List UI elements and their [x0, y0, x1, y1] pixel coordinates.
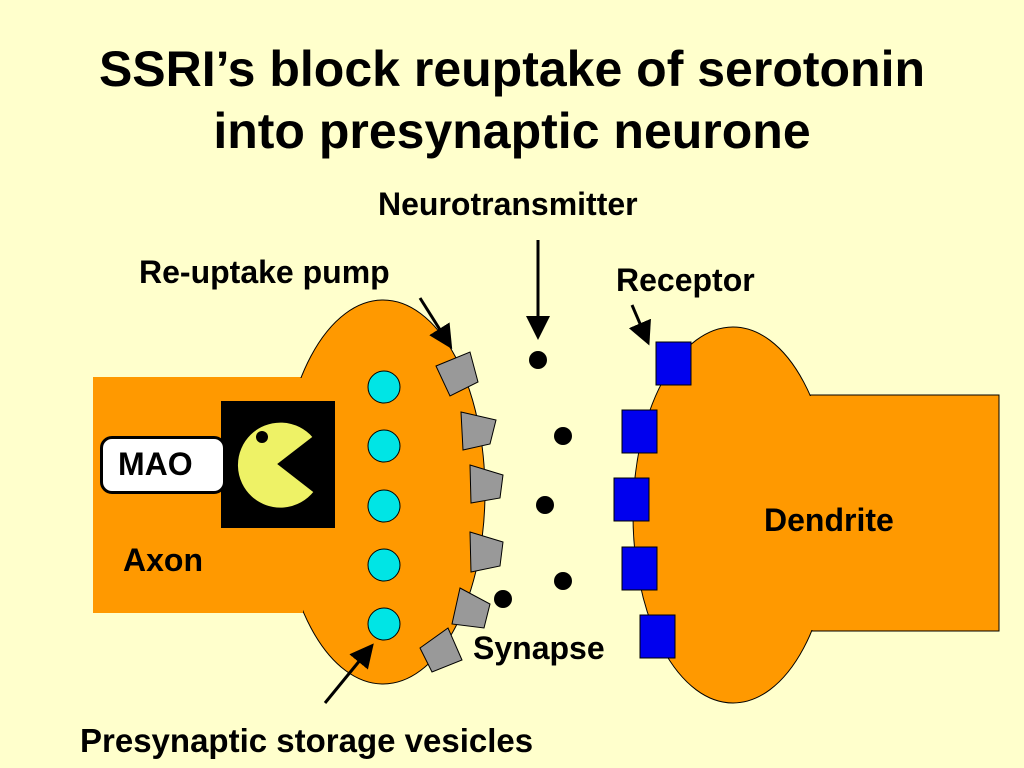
receptor: [655, 341, 692, 386]
receptor: [639, 614, 676, 659]
neurotransmitter-molecules: [494, 351, 572, 608]
reuptake-pump: [469, 464, 504, 504]
reuptake-pump: [460, 411, 497, 451]
neurotransmitter-dot: [554, 427, 572, 445]
vesicle: [367, 489, 401, 523]
reuptake-pumps: [419, 351, 504, 673]
neurotransmitter-dot: [529, 351, 547, 369]
vesicle: [367, 370, 401, 404]
reuptake-pump: [419, 627, 463, 673]
vesicle: [367, 429, 401, 463]
reuptake-pump: [435, 351, 479, 397]
receptors: [613, 341, 692, 659]
vesicles-label: Presynaptic storage vesicles: [80, 722, 534, 759]
axon-label: Axon: [123, 542, 203, 578]
dendrite-label: Dendrite: [764, 502, 894, 538]
reuptake-pump: [469, 531, 504, 573]
mao-label-box: [100, 436, 226, 494]
reuptake-pump: [451, 587, 491, 629]
reuptake-pump-label: Re-uptake pump: [139, 254, 390, 290]
title-line-2: into presynaptic neurone: [213, 103, 811, 159]
neurotransmitter-dot: [554, 572, 572, 590]
storage-vesicles: [367, 370, 401, 641]
title-line-1: SSRI’s block reuptake of serotonin: [98, 41, 926, 97]
pacman-icon: [236, 421, 315, 509]
neurotransmitter-label: Neurotransmitter: [378, 186, 638, 222]
receptor: [621, 409, 658, 454]
reuptake-pump-arrow: [418, 297, 453, 350]
slide-title: SSRI’s block reuptake of serotonin into …: [0, 38, 1024, 162]
vesicle: [367, 607, 401, 641]
neurotransmitter-dot: [536, 496, 554, 514]
receptor: [613, 477, 650, 522]
receptor: [621, 546, 658, 591]
mao-label: MAO: [118, 446, 193, 482]
synapse-label: Synapse: [473, 630, 605, 666]
receptor-label: Receptor: [616, 262, 755, 298]
receptor-arrow: [628, 304, 651, 346]
neurotransmitter-dot: [494, 590, 512, 608]
vesicles-arrow: [323, 643, 374, 704]
vesicle: [367, 548, 401, 582]
